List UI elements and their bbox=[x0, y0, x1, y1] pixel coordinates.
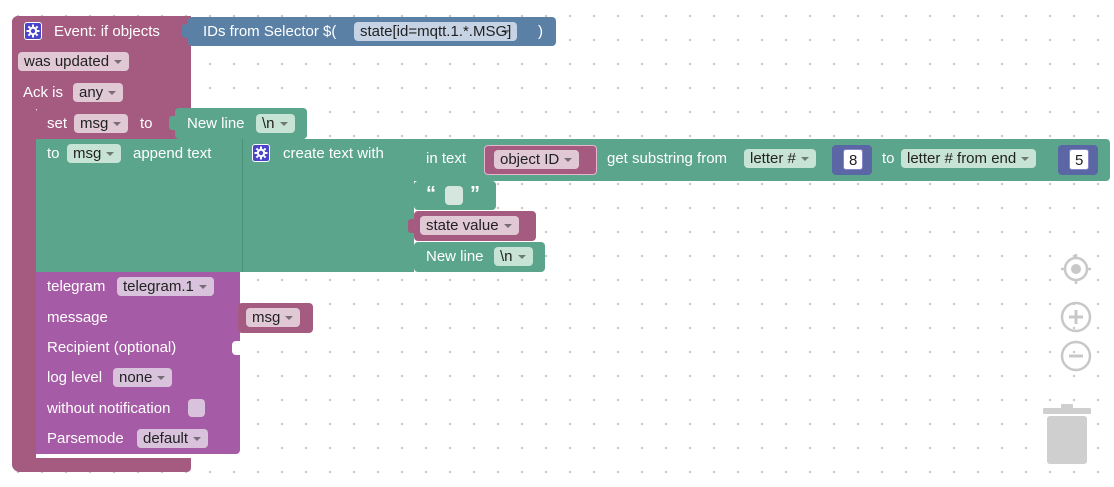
text-connector bbox=[408, 188, 414, 202]
message-label: message bbox=[47, 309, 108, 326]
from-number-block[interactable]: 8 bbox=[832, 145, 872, 175]
quote-close: ” bbox=[470, 183, 480, 205]
selector-prefix: IDs from Selector $( bbox=[203, 23, 337, 40]
set-var-dropdown[interactable]: msg bbox=[74, 114, 129, 133]
trash-icon[interactable] bbox=[1043, 402, 1091, 466]
ack-label: Ack is bbox=[23, 84, 64, 101]
message-var-block[interactable]: msg bbox=[238, 303, 313, 333]
newline-connector bbox=[408, 250, 414, 264]
selector-suffix: ) bbox=[538, 23, 543, 40]
event-block-bottom bbox=[12, 458, 191, 472]
to-label: to bbox=[882, 150, 895, 167]
in-text-label: in text bbox=[426, 150, 467, 167]
append-text-block[interactable]: to msg append text bbox=[36, 139, 242, 272]
selector-input[interactable]: state[id=mqtt.1.*.MSG] bbox=[354, 22, 518, 41]
telegram-instance-dropdown[interactable]: telegram.1 bbox=[117, 277, 214, 296]
set-newline-block[interactable]: New line \n bbox=[169, 108, 307, 139]
without-notification-label: without notification bbox=[47, 400, 171, 417]
plus-icon[interactable] bbox=[1060, 301, 1092, 333]
set-newline-label: New line bbox=[187, 115, 245, 132]
gear-icon[interactable] bbox=[252, 144, 270, 162]
state-connector bbox=[408, 219, 414, 233]
selector-connector bbox=[182, 24, 188, 38]
without-notification-checkbox[interactable] bbox=[188, 399, 205, 417]
quote-open: “ bbox=[426, 183, 436, 205]
set-variable-block[interactable]: set msg to bbox=[36, 108, 182, 139]
set-label: set bbox=[47, 115, 68, 132]
gear-icon[interactable] bbox=[24, 22, 42, 40]
to-mode-dropdown[interactable]: letter # from end bbox=[901, 149, 1037, 168]
recipient-connector bbox=[232, 341, 240, 355]
to-number-block[interactable]: 5 bbox=[1058, 145, 1098, 175]
object-id-dropdown[interactable]: object ID bbox=[494, 150, 580, 169]
set-to-label: to bbox=[140, 115, 153, 132]
message-var-dropdown[interactable]: msg bbox=[246, 308, 301, 327]
telegram-label: telegram bbox=[47, 278, 106, 295]
newline-connector bbox=[169, 116, 175, 130]
append-var-dropdown[interactable]: msg bbox=[67, 144, 122, 163]
object-id-block[interactable]: object ID bbox=[484, 145, 597, 175]
create-text-label: create text with bbox=[283, 145, 384, 162]
selector-block[interactable]: IDs from Selector $( state[id=mqtt.1.*.M… bbox=[182, 17, 556, 46]
minus-icon[interactable] bbox=[1060, 340, 1092, 372]
from-number-input[interactable]: 8 bbox=[843, 149, 864, 170]
loglevel-dropdown[interactable]: none bbox=[113, 368, 173, 387]
inner-newline-dropdown[interactable]: \n bbox=[494, 247, 533, 266]
loglevel-label: log level bbox=[47, 369, 103, 386]
inner-newline-block[interactable]: New line \n bbox=[408, 242, 545, 272]
state-value-dropdown[interactable]: state value bbox=[420, 216, 519, 235]
trigger-dropdown[interactable]: was updated bbox=[18, 52, 130, 71]
crosshair-icon[interactable] bbox=[1060, 253, 1092, 285]
text-input[interactable] bbox=[445, 186, 463, 205]
inner-newline-label: New line bbox=[426, 248, 484, 265]
append-text-label: append text bbox=[133, 145, 212, 162]
state-value-block[interactable]: state value bbox=[408, 211, 536, 241]
from-mode-dropdown[interactable]: letter # bbox=[744, 149, 816, 168]
to-number-input[interactable]: 5 bbox=[1069, 149, 1090, 170]
set-newline-dropdown[interactable]: \n bbox=[256, 114, 295, 133]
recipient-label: Recipient (optional) bbox=[47, 339, 177, 356]
parsemode-dropdown[interactable]: default bbox=[137, 429, 209, 448]
empty-text-block[interactable]: “ ” bbox=[408, 181, 496, 210]
telegram-block[interactable]: telegram telegram.1 message Recipient (o… bbox=[36, 272, 240, 454]
parsemode-label: Parsemode bbox=[47, 430, 124, 447]
substring-label: get substring from bbox=[607, 150, 728, 167]
ack-dropdown[interactable]: any bbox=[73, 83, 124, 102]
append-to-label: to bbox=[47, 145, 60, 162]
create-text-block[interactable]: create text with bbox=[242, 139, 414, 272]
event-title: Event: if objects bbox=[54, 23, 160, 40]
